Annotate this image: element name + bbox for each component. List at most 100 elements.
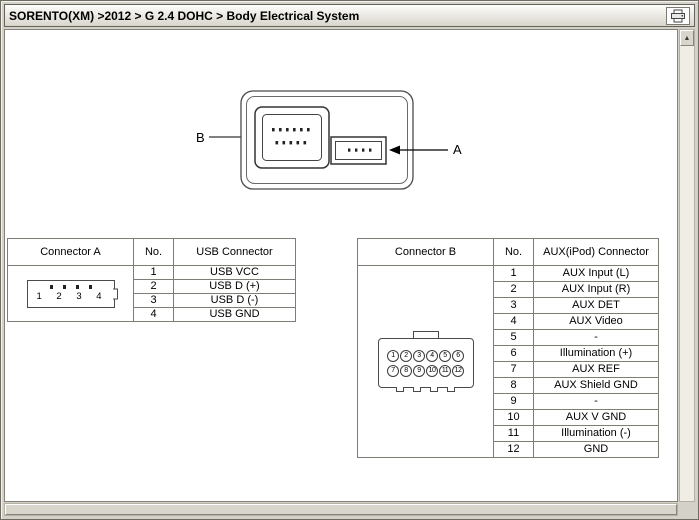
pin-dot <box>49 284 53 289</box>
connector-a-drawing-cell: 1 2 3 4 <box>7 265 134 322</box>
pin-no: 2 <box>133 279 174 294</box>
print-button[interactable] <box>666 6 690 25</box>
scrollbar-corner <box>679 503 695 516</box>
usb-connector-table: Connector A No. USB Connector <box>7 238 296 322</box>
pin-desc: AUX Video <box>533 313 659 330</box>
pin-no: 1 <box>133 265 174 280</box>
pin-circle-11: 11 <box>439 364 451 377</box>
connector-foot <box>396 387 404 392</box>
scroll-up-button[interactable]: ▲ <box>680 30 694 46</box>
housing-outer-outline <box>240 90 414 190</box>
col-header-connector-a: Connector A <box>7 238 134 266</box>
connector-assembly-diagram: B <box>196 90 462 190</box>
housing-inner-outline <box>246 96 408 184</box>
vertical-scrollbar[interactable]: ▲ <box>679 29 695 502</box>
pin-no: 11 <box>493 425 534 442</box>
col-header-aux-connector: AUX(iPod) Connector <box>533 238 659 266</box>
pin-desc: Illumination (+) <box>533 345 659 362</box>
col-header-no: No. <box>133 238 174 266</box>
pin-circle-2: 2 <box>400 349 412 362</box>
connector-b-lock-tab <box>412 331 439 338</box>
pin-dot <box>88 284 92 289</box>
pin-no: 4 <box>133 307 174 322</box>
table-header-row: Connector A No. USB Connector <box>7 238 296 266</box>
connector-foot <box>413 387 421 392</box>
connector-a-drawing: 1 2 3 4 <box>26 279 115 308</box>
pin-circle-12: 12 <box>452 364 464 377</box>
pin-desc: GND <box>533 441 659 458</box>
connector-b-feet <box>376 387 476 392</box>
pin-no: 7 <box>493 361 534 378</box>
table-row: 4 USB GND <box>8 307 296 322</box>
horizontal-scrollbar[interactable] <box>4 503 678 516</box>
pin-circle-4: 4 <box>426 349 438 362</box>
page-title: SORENTO(XM) >2012 > G 2.4 DOHC > Body El… <box>9 8 360 23</box>
pin-dot <box>75 284 79 289</box>
connector-foot <box>430 387 438 392</box>
table-row: 9- <box>358 393 659 410</box>
connector-b-outline <box>254 106 330 169</box>
table-row: 1 2 3 4 1 USB VCC <box>7 265 296 322</box>
pin-no: 5 <box>493 329 534 346</box>
col-header-no: No. <box>493 238 534 266</box>
table-row: 2 USB D (+) <box>8 279 296 294</box>
pin-desc: Illumination (-) <box>533 425 659 442</box>
pin-circle-6: 6 <box>452 349 464 362</box>
pin-desc: USB VCC <box>173 265 296 280</box>
pin-circle-9: 9 <box>413 364 425 377</box>
pin-no: 9 <box>493 393 534 410</box>
connector-a-pins <box>348 148 372 152</box>
pin-desc: AUX V GND <box>533 409 659 426</box>
pin-desc: AUX Shield GND <box>533 377 659 394</box>
pin-circle-1: 1 <box>387 349 399 362</box>
label-a: A <box>453 142 462 157</box>
pin-no: 6 <box>493 345 534 362</box>
connector-foot <box>447 387 455 392</box>
pin-no: 8 <box>493 377 534 394</box>
connector-b-pins <box>272 128 310 145</box>
printer-icon <box>671 9 685 22</box>
pin-desc: AUX REF <box>533 361 659 378</box>
pin-desc: USB GND <box>173 307 296 322</box>
window-body: B <box>4 29 695 516</box>
connector-a-pin-dots <box>49 284 92 289</box>
table-header-row: Connector B No. AUX(iPod) Connector <box>357 238 659 266</box>
col-header-usb-connector: USB Connector <box>173 238 296 266</box>
pin-circle-5: 5 <box>439 349 451 362</box>
pin-desc: - <box>533 393 659 410</box>
pin-desc: USB D (+) <box>173 279 296 294</box>
pin-no: 1 <box>493 265 534 282</box>
horizontal-scrollbar-thumb[interactable] <box>5 504 677 515</box>
pin-desc: AUX DET <box>533 297 659 314</box>
pin-no: 3 <box>493 297 534 314</box>
pin-no: 12 <box>493 441 534 458</box>
pin-desc: - <box>533 329 659 346</box>
pin-desc: USB D (-) <box>173 293 296 308</box>
pin-circle-7: 7 <box>387 364 399 377</box>
connector-a-inner <box>335 141 382 160</box>
document-content: B <box>4 29 678 502</box>
connector-a-pin-numbers: 1 2 3 4 <box>36 290 108 302</box>
connector-a-outline <box>330 136 387 165</box>
pin-no: 10 <box>493 409 534 426</box>
pin-circle-3: 3 <box>413 349 425 362</box>
label-a-arrowhead <box>389 145 400 155</box>
pin-no: 2 <box>493 281 534 298</box>
title-bar: SORENTO(XM) >2012 > G 2.4 DOHC > Body El… <box>4 4 695 27</box>
pin-no: 3 <box>133 293 174 308</box>
pin-circle-10: 10 <box>426 364 438 377</box>
pin-desc: AUX Input (R) <box>533 281 659 298</box>
